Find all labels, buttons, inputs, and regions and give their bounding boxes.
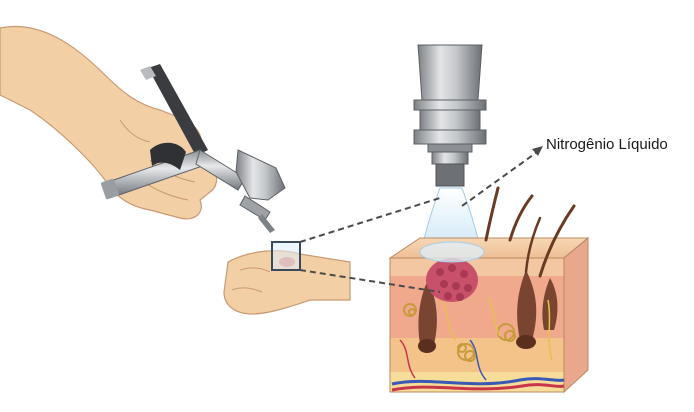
skin-cross-section-icon [390,188,588,392]
target-area-box [272,242,300,270]
leader-box-to-spray [300,198,440,242]
frost-patch [420,242,484,262]
leader-label-to-spray [462,150,540,206]
lesion-icon [426,258,478,302]
leader-arrowhead [532,146,543,156]
liquid-nitrogen-label: Nitrogênio Líquido [546,136,668,153]
nozzle-icon [414,45,486,186]
